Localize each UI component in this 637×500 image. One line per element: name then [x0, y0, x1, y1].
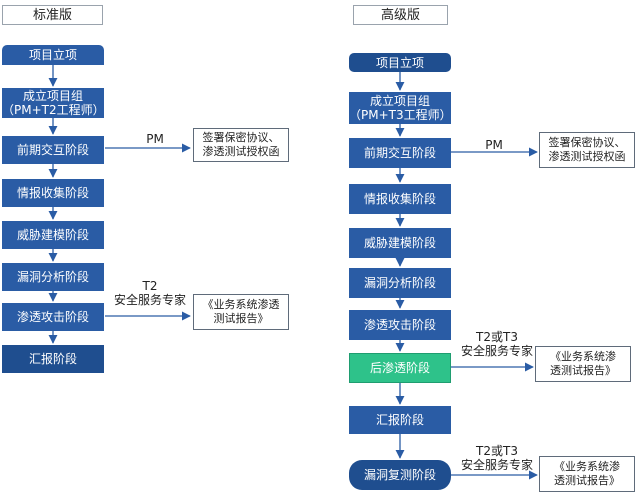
doc-line: 测试报告》 — [213, 312, 269, 325]
std-step-label: 威胁建模阶段 — [16, 228, 89, 242]
standard-version-title: 标准版 — [2, 5, 103, 25]
doc-line: 透测试报告》 — [550, 364, 616, 377]
std-step-form-team: 成立项目组 （PM+T2工程师） — [2, 88, 105, 118]
adv-step-threat-modeling: 威胁建模阶段 — [349, 228, 451, 258]
std-step-label: 前期交互阶段 — [16, 143, 89, 157]
expert-title: 安全服务专家 — [460, 344, 533, 358]
adv-step-label: 渗透攻击阶段 — [363, 318, 436, 332]
std-step-label: 渗透攻击阶段 — [16, 310, 89, 324]
adv-expert-label-1: T2或T3 安全服务专家 — [452, 330, 542, 358]
doc-line: 透测试报告》 — [554, 474, 620, 487]
std-step-exploitation: 渗透攻击阶段 — [2, 303, 104, 331]
adv-step-form-team: 成立项目组 （PM+T3工程师） — [349, 92, 452, 124]
doc-line: 《业务系统渗 — [550, 350, 616, 363]
adv-step-label: 汇报阶段 — [375, 413, 424, 427]
adv-step-vuln-analysis: 漏洞分析阶段 — [349, 268, 451, 298]
adv-step-label: 情报收集阶段 — [363, 192, 436, 206]
std-step-project-initiation: 项目立项 — [2, 45, 104, 65]
std-step-intelligence: 情报收集阶段 — [2, 179, 104, 207]
doc-line: 《业务系统渗透 — [202, 298, 280, 311]
std-expert-label: T2 安全服务专家 — [105, 279, 195, 307]
doc-line: 渗透测试授权函 — [548, 150, 626, 163]
adv-step-exploitation: 渗透攻击阶段 — [349, 310, 451, 340]
std-step-threat-modeling: 威胁建模阶段 — [2, 221, 104, 249]
adv-pm-label: PM — [485, 138, 503, 152]
std-step-sublabel: （PM+T2工程师） — [2, 103, 105, 117]
expert-level: T2或T3 — [476, 444, 518, 458]
std-step-reporting: 汇报阶段 — [2, 345, 104, 373]
adv-step-retest: 漏洞复测阶段 — [349, 460, 451, 490]
std-step-label: 成立项目组 — [22, 89, 83, 103]
std-pm-label: PM — [146, 132, 164, 146]
expert-level: T2 — [142, 279, 158, 293]
std-step-label: 汇报阶段 — [28, 352, 77, 366]
adv-step-label: 漏洞分析阶段 — [363, 276, 436, 290]
adv-step-project-initiation: 项目立项 — [349, 53, 451, 72]
adv-step-pre-engagement: 前期交互阶段 — [349, 138, 451, 168]
doc-line: 渗透测试授权函 — [202, 145, 280, 158]
adv-step-intelligence: 情报收集阶段 — [349, 184, 451, 214]
std-step-label: 漏洞分析阶段 — [16, 270, 89, 284]
expert-level: T2或T3 — [476, 330, 518, 344]
std-doc-report: 《业务系统渗透 测试报告》 — [193, 294, 289, 330]
advanced-version-title: 高级版 — [353, 5, 448, 25]
adv-doc-report-1: 《业务系统渗 透测试报告》 — [535, 346, 631, 382]
std-step-label: 情报收集阶段 — [16, 186, 89, 200]
adv-expert-label-2: T2或T3 安全服务专家 — [452, 444, 542, 472]
adv-step-label: 前期交互阶段 — [363, 146, 436, 160]
adv-step-post-exploitation: 后渗透阶段 — [349, 353, 451, 383]
doc-line: 签署保密协议、 — [548, 136, 626, 149]
doc-line: 《业务系统渗 — [554, 460, 620, 473]
std-step-pre-engagement: 前期交互阶段 — [2, 136, 104, 164]
adv-step-label: 项目立项 — [375, 55, 424, 70]
adv-step-label: 后渗透阶段 — [369, 361, 430, 375]
adv-doc-report-2: 《业务系统渗 透测试报告》 — [539, 456, 635, 492]
std-doc-nda: 签署保密协议、 渗透测试授权函 — [193, 128, 289, 162]
adv-step-reporting: 汇报阶段 — [349, 406, 451, 434]
adv-doc-nda: 签署保密协议、 渗透测试授权函 — [539, 132, 635, 168]
expert-title: 安全服务专家 — [460, 458, 533, 472]
std-step-label: 项目立项 — [28, 48, 77, 62]
adv-step-label: 成立项目组 — [369, 94, 430, 108]
doc-line: 签署保密协议、 — [202, 131, 280, 144]
std-step-vuln-analysis: 漏洞分析阶段 — [2, 263, 104, 291]
adv-step-label: 威胁建模阶段 — [363, 236, 436, 250]
adv-step-sublabel: （PM+T3工程师） — [349, 108, 452, 122]
adv-step-label: 漏洞复测阶段 — [363, 468, 436, 482]
expert-title: 安全服务专家 — [113, 293, 186, 307]
